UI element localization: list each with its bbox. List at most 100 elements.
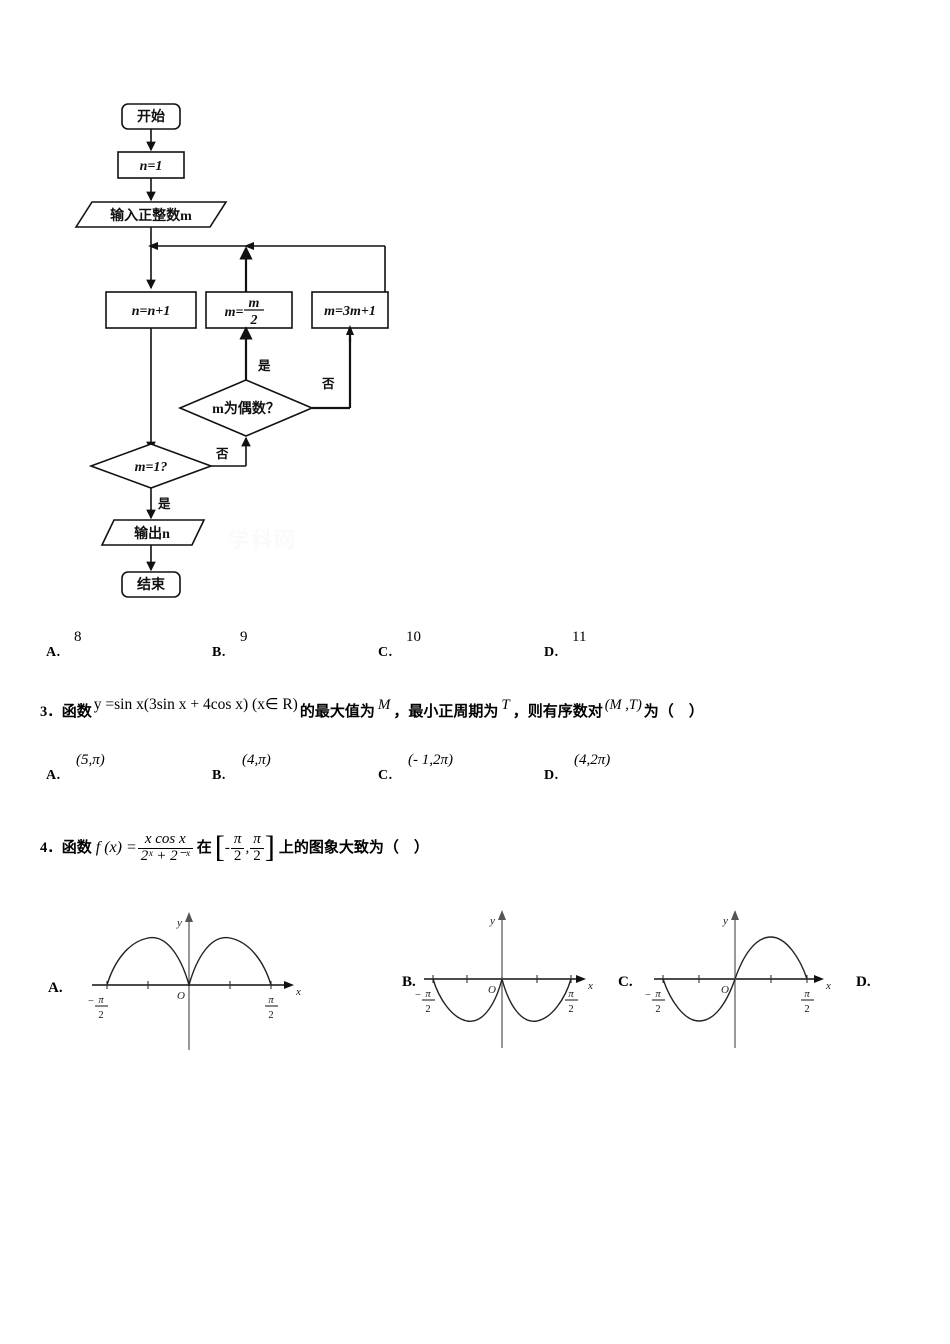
q3-option-a-value: (5,π) [76,752,105,768]
question-4-interval-left-sign: - [224,839,230,856]
q3-option-d-value: (4,2π) [574,752,611,768]
q4-graph-b-tick-right: π 2 [565,989,578,1015]
question-3-pair: (M ,T) [604,697,642,713]
flow-node-output: 输出n [100,519,206,546]
flow-node-decision-one: m=1? [88,443,214,489]
flow-node-input-label: 输入正整数m [110,207,192,224]
q4-graph-a-letter: A. [48,980,63,996]
flow-edge-label-one-no: 否 [215,447,229,461]
question-3-mid2: ，最小正周期为 [393,704,499,720]
q3-option-b-value: (4,π) [242,752,271,768]
question-3-var-m: M [377,697,391,713]
question-4-interval-den2: 2 [250,847,264,865]
flow-node-output-label: 输出n [134,525,170,542]
q4-graph-c[interactable]: C. O x y − π 2 π [616,900,906,1055]
flowchart-figure: 开始 n=1 输入正整数m [40,80,460,625]
flow-node-end-label: 结束 [137,576,166,593]
flow-node-init: n=1 [117,151,185,179]
question-3-mid3: ，则有序数对 [512,704,603,720]
svg-text:π: π [804,989,810,1000]
q4-graph-c-axes [654,910,824,1048]
question-3-formula: y =sin x(3sin x + 4cos x) (x∈ R) [93,696,298,713]
flow-edge-label-even-yes: 是 [257,359,271,373]
svg-text:2: 2 [568,1004,573,1015]
flow-node-increment-label: n=n+1 [132,304,171,319]
q4-graph-c-tick-right: π 2 [801,989,814,1015]
q2-option-a-letter: A. [46,645,61,660]
flow-edge-label-even-no: 否 [321,377,335,391]
svg-text:−: − [88,996,94,1007]
question-4-interval-num2: π [253,831,261,847]
q4-graph-a-tick-left: − π 2 [88,995,108,1021]
q2-option-b-value: 9 [240,629,248,645]
q4-graph-a-axes [92,912,294,1050]
q4-graph-b[interactable]: B. O x y − π 2 π [398,900,628,1055]
question-4-function-name: f (x) = [95,838,137,856]
q4-graph-a-x-label: x [295,986,301,998]
q2-option-b-letter: B. [212,645,226,660]
flow-node-decision-even: m为偶数？ [177,379,315,437]
question-4-interval-num1: π [233,831,242,847]
q2-option-c-letter: C. [378,645,393,660]
q4-graph-a-origin-label: O [177,990,185,1002]
flow-node-input: 输入正整数m [74,201,228,228]
flow-node-decision-even-label: m为偶数？ [212,400,280,417]
question-4-tail: 上的图象大致为（ ） [278,839,429,856]
question-3-number: 3． [40,704,62,720]
q4-graph-b-tick-left: − π 2 [415,989,435,1015]
svg-text:−: − [645,990,651,1001]
question-3-tail: 为（ ） [643,704,704,720]
q4-graph-a-y-label: y [176,917,182,929]
q2-options-row: A. 8 B. 9 C. 10 D. 11 [0,629,950,663]
q4-graph-a-tick-right: π 2 [265,995,278,1021]
question-4-number: 4． [40,839,62,856]
svg-text:2: 2 [425,1004,430,1015]
question-4-denominator: 2ˣ + 2⁻ˣ [137,847,193,865]
interval-left-bracket: [ [214,830,225,865]
question-4-numerator: x cos x [144,831,186,847]
q3-option-d-letter: D. [544,768,559,783]
svg-text:π: π [655,989,661,1000]
q4-graph-b-letter: B. [402,974,416,990]
flow-node-triple: m=3m+1 [311,291,389,329]
q3-option-c-letter: C. [378,768,393,783]
q4-graph-c-x-label: x [825,980,831,992]
q4-graph-c-origin-label: O [721,984,729,996]
question-3-mid1: 的最大值为 [299,704,375,720]
question-4-on-word: 在 [196,839,212,856]
svg-text:2: 2 [804,1004,809,1015]
q3-option-a-letter: A. [46,768,61,783]
svg-text:−: − [415,990,421,1001]
flow-node-halve-label: m= [225,305,244,320]
flow-node-halve: m= m 2 [205,291,293,329]
svg-text:π: π [568,989,574,1000]
flow-node-decision-one-label: m=1? [135,460,168,475]
flow-node-halve-numerator: m [249,296,260,311]
interval-right-bracket: ] [264,830,275,865]
q4-graph-c-letter: C. [618,974,633,990]
q2-option-c-value: 10 [406,629,421,645]
question-4-interval-comma: , [245,839,250,856]
svg-text:2: 2 [268,1010,273,1021]
q4-graph-a[interactable]: A. O x y − π [44,900,344,1055]
q4-graph-b-axes [424,910,586,1048]
flow-node-triple-label: m=3m+1 [324,304,376,319]
flow-node-init-label: n=1 [140,159,163,174]
svg-text:2: 2 [655,1004,660,1015]
q4-graph-c-tick-left: − π 2 [645,989,665,1015]
svg-text:2: 2 [98,1010,103,1021]
svg-text:π: π [268,995,274,1006]
svg-text:π: π [425,989,431,1000]
q4-graph-c-y-label: y [722,915,728,927]
question-3-lead: 函数 [61,704,92,720]
q4-graph-b-y-label: y [489,915,495,927]
flow-node-end: 结束 [121,571,181,598]
q4-graph-b-origin-label: O [488,984,496,996]
q3-option-c-value: (- 1,2π) [408,752,453,768]
svg-text:π: π [98,995,104,1006]
